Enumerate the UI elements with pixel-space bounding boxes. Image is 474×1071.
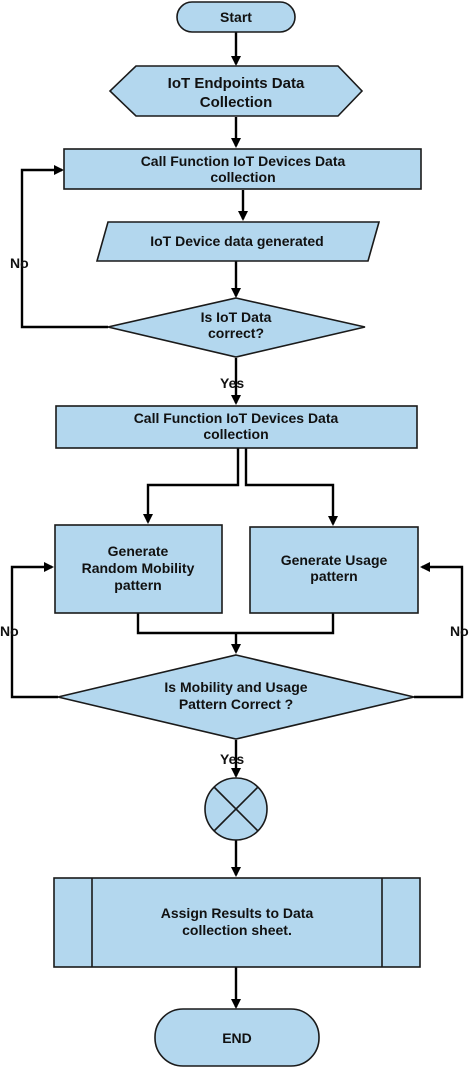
decision1-label-line2: correct? xyxy=(208,325,264,341)
arrow-decision1-no-loop xyxy=(20,165,108,329)
summing-junction-node xyxy=(204,777,268,841)
call-function-node-2: Call Function IoT Devices Data collectio… xyxy=(55,405,418,449)
connectors xyxy=(10,32,464,1009)
process-box xyxy=(63,148,422,190)
process-box xyxy=(249,526,419,614)
assign-results-node: Assign Results to Data collection sheet. xyxy=(53,877,421,968)
decision-diamond xyxy=(57,654,415,740)
generated-label: IoT Device data generated xyxy=(150,233,324,249)
call2-label-line2: collection xyxy=(203,426,268,442)
usage-label-line2: pattern xyxy=(310,568,357,584)
process-box xyxy=(55,405,418,449)
decision1-label-line1: Is IoT Data xyxy=(201,309,272,325)
assign-label-line2: collection sheet. xyxy=(182,922,292,938)
start-terminator xyxy=(176,1,296,33)
decision-node-2: Is Mobility and Usage Pattern Correct ? xyxy=(57,654,415,740)
edge-label-no-right: No xyxy=(450,623,469,639)
usage-label-line1: Generate Usage xyxy=(281,552,388,568)
endpoints-label-line1: IoT Endpoints Data xyxy=(168,75,305,92)
data-parallelogram xyxy=(95,221,381,262)
arrow-call2-to-usage xyxy=(244,448,338,526)
arrow-call2-to-mobility xyxy=(143,448,240,524)
call1-label-line2: collection xyxy=(210,169,275,185)
arrow-decision2-no-right xyxy=(414,562,464,699)
call-function-node-1: Call Function IoT Devices Data collectio… xyxy=(63,148,422,190)
arrow-decision2-no-left xyxy=(10,562,58,699)
usage-node: Generate Usage pattern xyxy=(249,526,419,614)
edge-label-yes-1: Yes xyxy=(220,375,244,391)
cross-icon-stroke-2 xyxy=(213,786,259,832)
merge-patterns xyxy=(136,613,335,635)
end-node: END xyxy=(154,1008,320,1067)
edge-label-yes-2: Yes xyxy=(220,751,244,767)
start-label: Start xyxy=(220,9,252,25)
edge-label-no-left: No xyxy=(0,623,19,639)
start-node: Start xyxy=(176,1,296,33)
data-generated-node: IoT Device data generated xyxy=(95,221,381,262)
end-terminator xyxy=(154,1008,320,1067)
process-box xyxy=(54,524,223,614)
decision2-label-line1: Is Mobility and Usage xyxy=(164,679,307,695)
decision2-label-line2: Pattern Correct ? xyxy=(179,696,293,712)
endpoints-label-line2: Collection xyxy=(200,94,273,111)
mobility-label-line3: pattern xyxy=(114,577,161,593)
call2-label-line1: Call Function IoT Devices Data xyxy=(134,410,339,426)
preparation-hexagon xyxy=(108,65,364,117)
end-label: END xyxy=(222,1030,252,1046)
endpoints-node: IoT Endpoints Data Collection xyxy=(108,65,364,117)
mobility-node: Generate Random Mobility pattern xyxy=(54,524,223,614)
mobility-label-line2: Random Mobility xyxy=(82,560,195,576)
call1-label-line1: Call Function IoT Devices Data xyxy=(141,153,346,169)
assign-label-line1: Assign Results to Data xyxy=(161,905,314,921)
mobility-label-line1: Generate xyxy=(108,543,169,559)
predefined-process-box xyxy=(53,877,421,968)
decision-diamond xyxy=(107,297,366,358)
decision-node-1: Is IoT Data correct? xyxy=(107,297,366,358)
edge-label-no-1: No xyxy=(10,255,29,271)
